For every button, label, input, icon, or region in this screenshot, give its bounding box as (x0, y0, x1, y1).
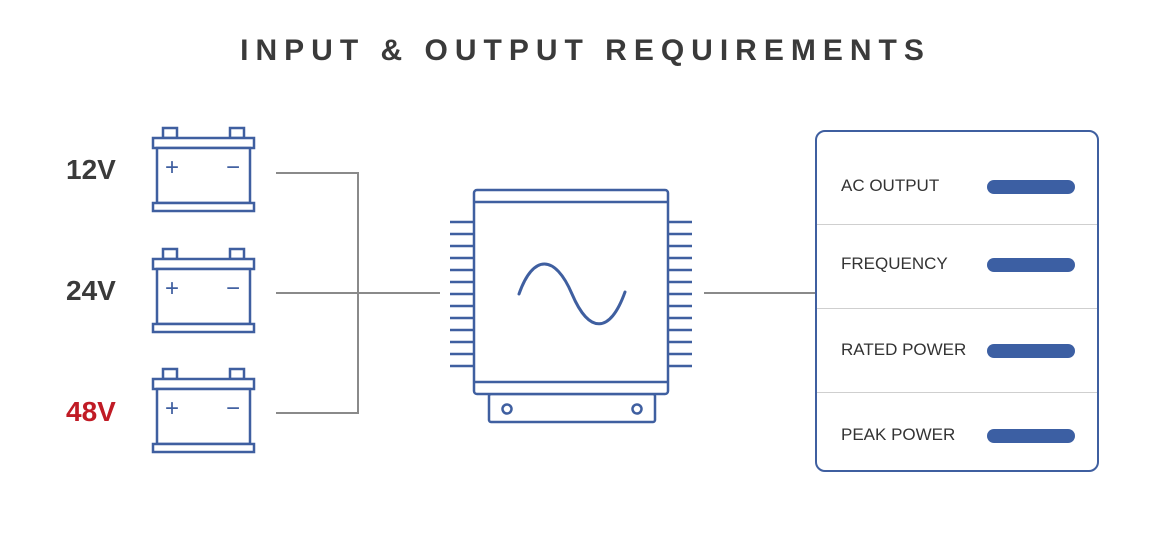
plus-terminal-label: + (165, 154, 179, 181)
spec-placeholder-bar (987, 429, 1075, 443)
battery-icon (151, 247, 256, 334)
minus-terminal-label: − (226, 154, 240, 181)
spec-label: PEAK POWER (841, 425, 956, 444)
inverter-icon (450, 188, 692, 424)
mounting-bracket (487, 392, 657, 424)
heat-sink-fins-left (450, 220, 474, 368)
mounting-hole (631, 403, 643, 415)
spec-row-peak-power: PEAK POWER (817, 392, 1097, 476)
spec-row-frequency: FREQUENCY (817, 224, 1097, 309)
heat-sink-fins-right (668, 220, 692, 368)
minus-terminal-label: − (226, 395, 240, 422)
spec-row-rated-power: RATED POWER (817, 308, 1097, 393)
spec-label: RATED POWER (841, 340, 967, 359)
mounting-hole (501, 403, 513, 415)
spec-placeholder-bar (987, 180, 1075, 194)
plus-terminal-label: + (165, 275, 179, 302)
minus-terminal-label: − (226, 275, 240, 302)
plus-terminal-label: + (165, 395, 179, 422)
voltage-label-48v: 48V (66, 396, 116, 427)
page-title: INPUT & OUTPUT REQUIREMENTS (240, 34, 931, 67)
output-requirements-panel: AC OUTPUT FREQUENCY RATED POWER PEAK POW… (815, 130, 1099, 472)
sine-wave-icon (517, 262, 627, 326)
battery-icon (151, 367, 256, 454)
spec-placeholder-bar (987, 258, 1075, 272)
battery-icon (151, 126, 256, 213)
input-connectors (276, 172, 440, 414)
spec-placeholder-bar (987, 344, 1075, 358)
spec-label: AC OUTPUT (841, 176, 940, 195)
spec-row-ac-output: AC OUTPUT (817, 140, 1097, 225)
spec-label: FREQUENCY (841, 254, 948, 273)
voltage-label-24v: 24V (66, 275, 116, 306)
voltage-label-12v: 12V (66, 154, 116, 185)
